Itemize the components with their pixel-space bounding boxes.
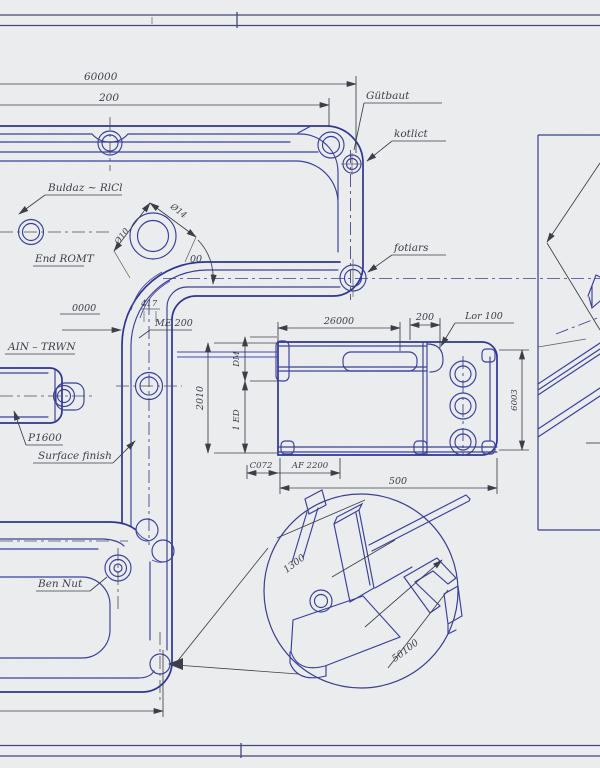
label-buldaz-note: Buldaz ~ RlCl bbox=[47, 182, 122, 194]
dim-c072: C072 bbox=[250, 461, 273, 471]
label-gutbaut: Gütbaut bbox=[366, 90, 410, 102]
detail-leader-arrowhead bbox=[168, 658, 183, 670]
label-p1600: P1600 bbox=[27, 432, 62, 444]
label-fotiars: fotiars bbox=[393, 242, 429, 254]
left-stub-part bbox=[0, 367, 92, 424]
dim-af2200: AF 2200 bbox=[291, 461, 329, 471]
bottom-frame-part bbox=[0, 518, 175, 702]
dim-total-length: 60000 bbox=[84, 71, 118, 83]
top-rail-part bbox=[0, 117, 600, 693]
label-ben-nut: Ben Nut bbox=[37, 578, 83, 590]
dim-bend-angle: 00 bbox=[190, 254, 202, 265]
dim-1ed: 1 ED bbox=[232, 409, 242, 430]
label-end-front: End ROMT bbox=[34, 253, 95, 265]
label-lor-100: Lor 100 bbox=[464, 311, 503, 322]
sheet-border bbox=[0, 12, 600, 758]
dim-dm: DM bbox=[232, 351, 242, 368]
notes: Buldaz ~ RlCl End ROMT Gütbaut kotlict f… bbox=[0, 90, 514, 592]
dim-417: 417 bbox=[140, 299, 158, 309]
dim-flange-width: 0000 bbox=[72, 303, 96, 314]
label-aim-note: AIN – TRWN bbox=[7, 341, 76, 353]
label-kotlict: kotlict bbox=[394, 128, 429, 140]
dim-plate-height: 2010 bbox=[195, 386, 206, 411]
dim-top-offset: 200 bbox=[98, 92, 119, 104]
label-me200: ME 200 bbox=[154, 318, 193, 329]
right-aux-view bbox=[537, 134, 600, 531]
dim-plate-width: 500 bbox=[389, 476, 407, 487]
dim-notch-offset: 200 bbox=[415, 312, 434, 323]
label-surface-finish: Surface finish bbox=[38, 450, 112, 462]
dim-flange-height: 6003 bbox=[510, 389, 520, 411]
side-plate-part bbox=[177, 340, 498, 456]
dim-plate-length: 26000 bbox=[323, 316, 354, 327]
